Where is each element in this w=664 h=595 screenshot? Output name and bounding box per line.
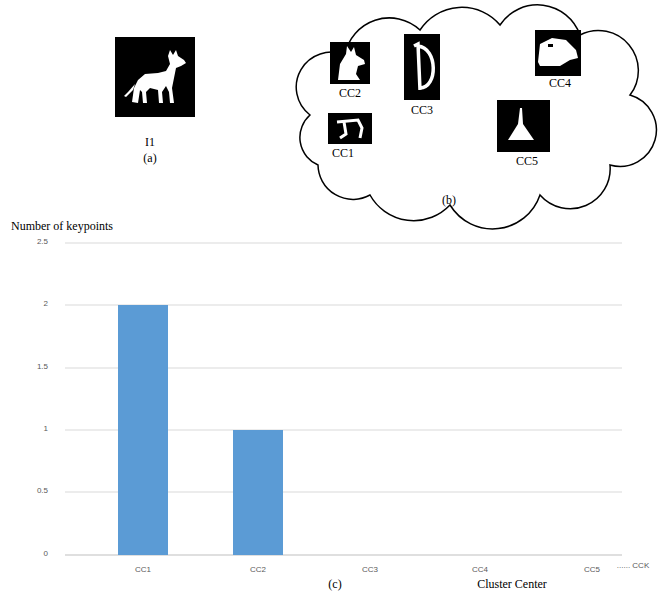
image-label: I1 — [145, 136, 155, 149]
cluster-label: CC5 — [516, 155, 538, 168]
cluster-icon-shape — [538, 38, 578, 66]
cluster-icon — [328, 113, 372, 144]
bar — [118, 305, 168, 555]
dog-image — [115, 37, 195, 117]
category-label: CC4 — [472, 566, 488, 575]
axis-title: Number of keypoints — [11, 220, 113, 233]
tick-label: 1.5 — [37, 363, 48, 372]
cluster-icon-shape — [508, 108, 534, 140]
tick-label: 2 — [44, 300, 48, 309]
dog-silhouette — [124, 50, 186, 103]
cluster-label: CC3 — [411, 104, 433, 117]
tick-label: 0 — [44, 550, 48, 559]
category-label: CC2 — [250, 566, 266, 575]
panel-label: (a) — [143, 152, 156, 165]
panel-label: (c) — [328, 578, 341, 591]
cluster-label: CC4 — [549, 77, 571, 90]
cluster-icon — [404, 34, 440, 100]
cluster-label: CC1 — [332, 147, 354, 160]
cluster-icon — [330, 42, 370, 84]
axis-title: Cluster Center — [477, 578, 547, 591]
cluster-icon — [497, 100, 550, 152]
bar — [233, 430, 283, 555]
category-label: CC5 — [584, 566, 600, 575]
tick-label: 0.5 — [37, 487, 48, 496]
tick-label: 1 — [44, 425, 48, 434]
cluster-label: CC2 — [339, 87, 361, 100]
cloud-outline — [296, 5, 656, 229]
tick-label: 2.5 — [37, 238, 48, 247]
cluster-icon-shape — [337, 120, 362, 138]
category-ellipsis: ...... CCK — [617, 562, 649, 571]
category-label: CC1 — [135, 566, 151, 575]
cluster-icon-shape — [414, 44, 433, 90]
cluster-icon — [535, 30, 581, 76]
cluster-icon-shape — [338, 46, 365, 80]
panel-label: (b) — [442, 194, 456, 207]
category-label: CC3 — [362, 566, 378, 575]
